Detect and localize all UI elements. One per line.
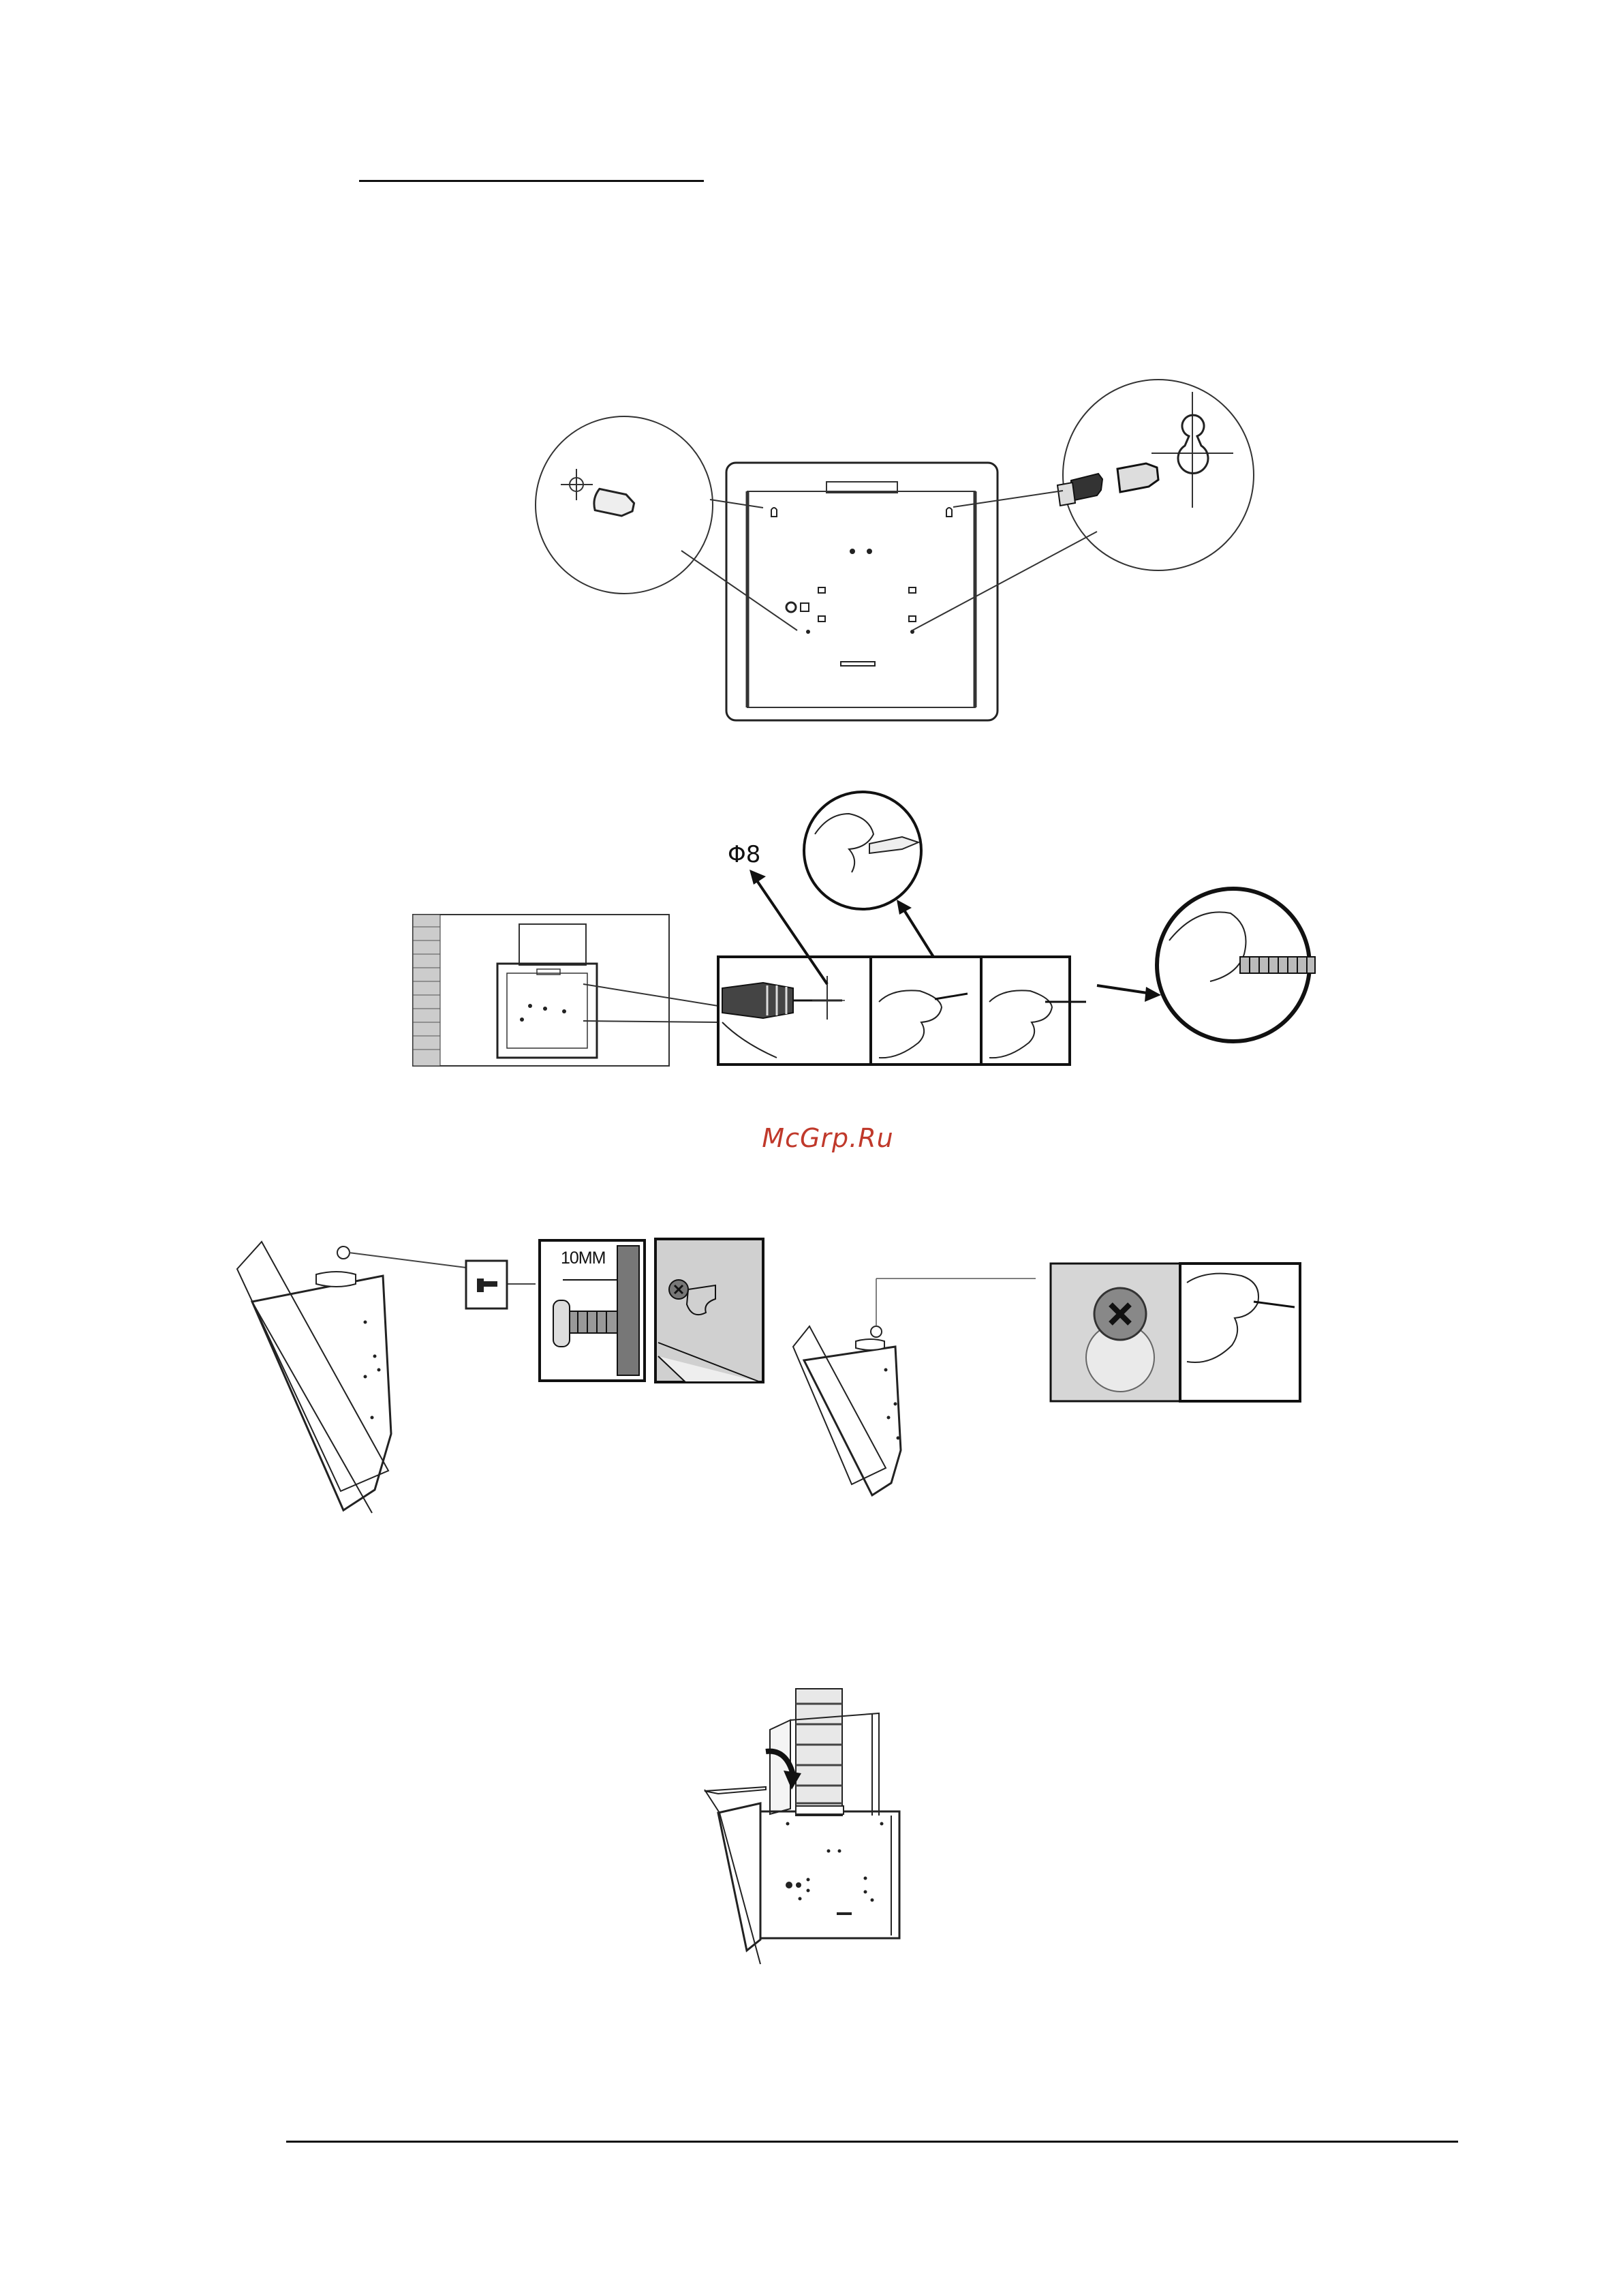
footer-rule xyxy=(286,2141,1458,2143)
